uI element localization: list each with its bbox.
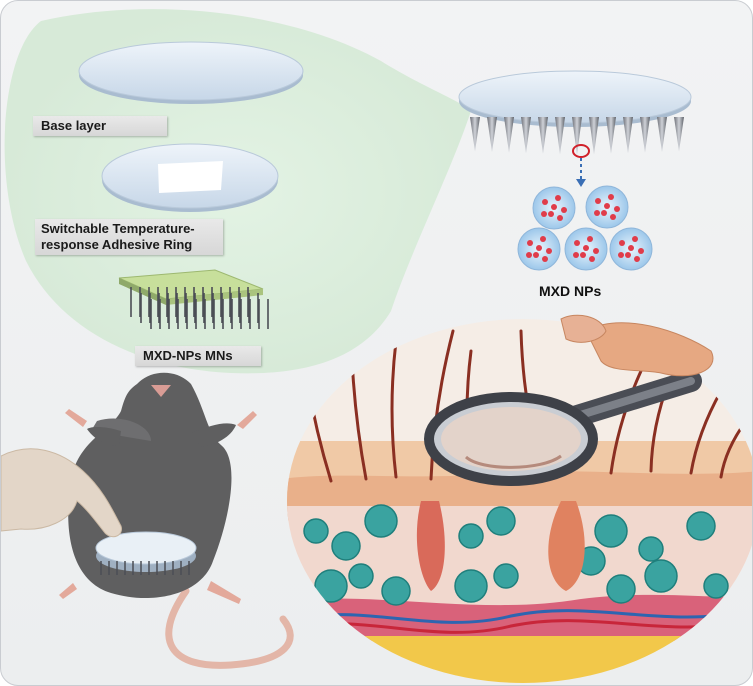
skin-cell [704, 574, 728, 598]
skin-cell [645, 560, 677, 592]
mn-patch-label: MXD-NPs MNs [135, 346, 261, 366]
skin-cell [595, 515, 627, 547]
skin-cell [365, 505, 397, 537]
skin-cell [494, 564, 518, 588]
skin-cell [607, 575, 635, 603]
adhesive-ring-label: Switchable Temperature- response Adhesiv… [35, 219, 223, 255]
nanoparticle-group [518, 186, 652, 270]
base-layer-label: Base layer [33, 116, 167, 136]
nanoparticle [518, 228, 560, 270]
nanoparticle [533, 187, 575, 229]
skin-cell [315, 570, 347, 602]
base-layer-disc [79, 42, 303, 104]
microneedle [674, 117, 684, 151]
skin-cell [487, 507, 515, 535]
nanoparticle [610, 228, 652, 270]
microneedle [555, 117, 565, 154]
nanoparticle [586, 186, 628, 228]
adhesive-ring-disc [102, 144, 278, 212]
microneedle [606, 117, 616, 154]
skin-cell [639, 537, 663, 561]
microneedle-base-right [459, 71, 691, 155]
nanoparticle [565, 228, 607, 270]
microneedle [640, 117, 650, 153]
microneedle [521, 117, 531, 153]
microneedle [538, 117, 548, 154]
microneedle [504, 117, 514, 153]
skin-cell [349, 564, 373, 588]
microneedle [623, 117, 633, 153]
microneedle [470, 117, 480, 151]
microneedle [487, 117, 497, 152]
skin-cell [687, 512, 715, 540]
skin-cell [455, 570, 487, 602]
nanoparticle-label: MXD NPs [539, 283, 601, 299]
skin-cell [382, 577, 410, 605]
microneedle [589, 117, 599, 154]
zoom-marker [573, 145, 589, 157]
microneedle [657, 117, 667, 152]
skin-cell [304, 519, 328, 543]
skin-cell [459, 524, 483, 548]
skin-cell [332, 532, 360, 560]
